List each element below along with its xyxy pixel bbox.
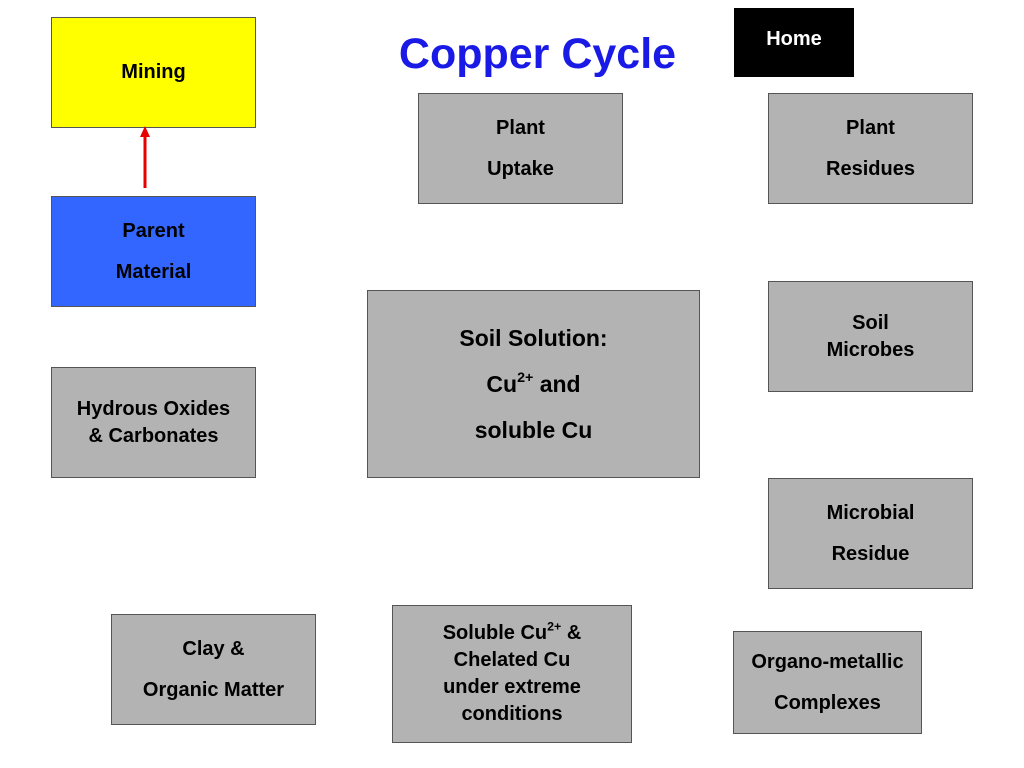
soil-microbes-line1: Soil xyxy=(852,311,889,334)
parent-material-line2: Material xyxy=(115,260,192,283)
soluble-cu-amp: & xyxy=(561,622,582,644)
microbial-residue-line1: Microbial xyxy=(826,501,915,524)
parent-material-line1: Parent xyxy=(122,219,185,242)
organo-metallic-line2: Complexes xyxy=(774,691,881,714)
organo-metallic-line1: Organo-metallic xyxy=(751,650,904,673)
plant-uptake-line1: Plant xyxy=(496,116,545,139)
soil-solution-cu: Cu xyxy=(486,371,518,397)
soluble-cu-text: Soluble Cu xyxy=(442,622,548,644)
soil-solution-line1: Soil Solution: xyxy=(459,325,608,351)
mining-box: Mining xyxy=(51,17,256,128)
soluble-cu-line3: under extreme xyxy=(443,676,581,698)
soil-solution-charge: 2+ xyxy=(517,370,534,387)
hydrous-oxides-line1: Hydrous Oxides xyxy=(76,397,231,420)
parent-material-box: Parent Material xyxy=(51,196,256,307)
hydrous-oxides-box: Hydrous Oxides & Carbonates xyxy=(51,367,256,478)
page-title: Copper Cycle xyxy=(398,30,677,78)
plant-uptake-line2: Uptake xyxy=(487,157,554,180)
soluble-cu-charge: 2+ xyxy=(547,619,562,634)
soil-microbes-line2: Microbes xyxy=(826,338,915,361)
plant-uptake-box: Plant Uptake xyxy=(418,93,623,204)
soluble-cu-line1: Soluble Cu2+ & xyxy=(443,620,582,647)
soluble-cu-box: Soluble Cu2+ & Chelated Cu under extreme… xyxy=(392,605,632,743)
parent-to-mining-arrow xyxy=(140,126,150,188)
microbial-residue-line2: Residue xyxy=(831,542,910,565)
clay-organic-line1: Clay & xyxy=(182,637,245,660)
mining-label: Mining xyxy=(121,61,186,83)
soil-solution-and: and xyxy=(533,371,581,397)
arrow-head xyxy=(140,126,150,137)
soil-solution-line3: soluble Cu xyxy=(474,417,593,443)
soil-microbes-box: Soil Microbes xyxy=(768,281,973,392)
hydrous-oxides-line2: & Carbonates xyxy=(88,424,219,447)
soil-solution-box: Soil Solution: Cu2+ and soluble Cu xyxy=(367,290,700,478)
microbial-residue-box: Microbial Residue xyxy=(768,478,973,589)
soil-solution-line2: Cu2+ and xyxy=(486,361,580,407)
plant-residues-line2: Residues xyxy=(826,157,915,180)
clay-organic-line2: Organic Matter xyxy=(142,678,285,701)
organo-metallic-box: Organo-metallic Complexes xyxy=(733,631,922,734)
plant-residues-line1: Plant xyxy=(846,116,895,139)
soluble-cu-line4: conditions xyxy=(461,703,563,725)
clay-organic-box: Clay & Organic Matter xyxy=(111,614,316,725)
plant-residues-box: Plant Residues xyxy=(768,93,973,204)
home-button[interactable]: Home xyxy=(734,8,854,77)
soluble-cu-line2: Chelated Cu xyxy=(453,649,571,671)
